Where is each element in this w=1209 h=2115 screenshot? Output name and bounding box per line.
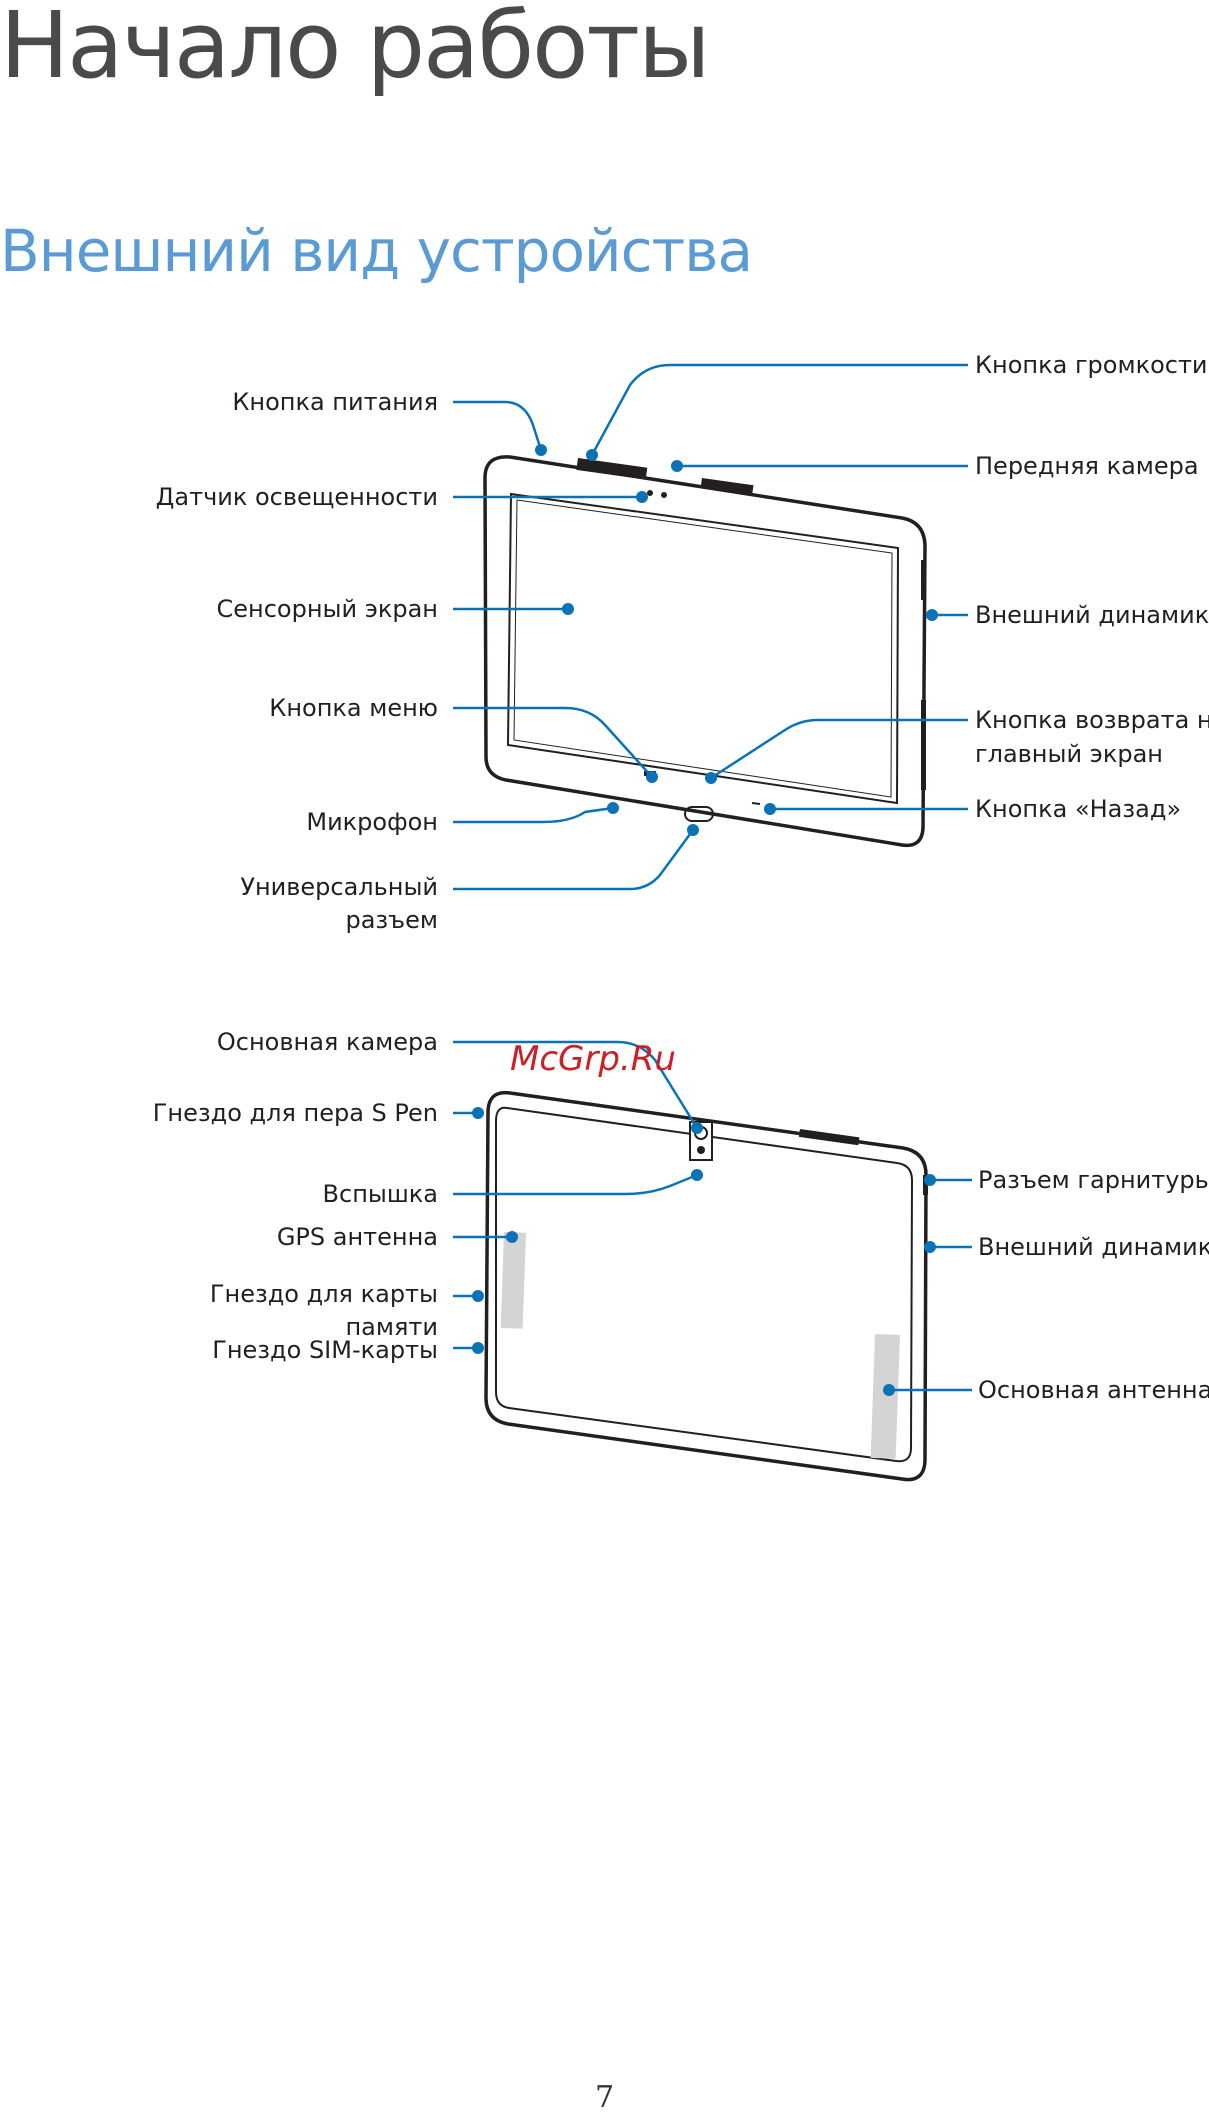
front-screen-inner-edge — [513, 499, 893, 798]
section-title: Внешний вид устройства — [0, 217, 753, 285]
label-back-button: Кнопка «Назад» — [975, 795, 1181, 823]
label-home-button-2: главный экран — [975, 740, 1163, 768]
front-leaders — [453, 363, 968, 891]
front-tablet-screen — [506, 492, 900, 805]
label-menu-button: Кнопка меню — [269, 694, 438, 722]
front-tablet-body — [483, 455, 927, 848]
watermark: McGrp.Ru — [510, 1039, 676, 1079]
label-main-camera: Основная камера — [217, 1028, 438, 1056]
sensor-shape-1 — [647, 490, 653, 496]
back-tablet-body — [484, 1090, 928, 1482]
label-s-pen-slot: Гнездо для пера S Pen — [153, 1099, 438, 1127]
label-volume-button: Кнопка громкости — [975, 351, 1208, 379]
device-diagram: Кнопка питания Датчик освещенности Сенсо… — [153, 351, 1209, 1482]
label-microphone: Микрофон — [306, 808, 438, 836]
label-main-antenna: Основная антенна — [978, 1376, 1209, 1404]
label-gps-antenna: GPS антенна — [277, 1223, 438, 1251]
label-memory-card-2: памяти — [345, 1313, 438, 1341]
back-device-illustration — [484, 1090, 928, 1482]
front-device-illustration — [483, 455, 927, 848]
label-speaker-front: Внешний динамик — [975, 601, 1209, 629]
side-slot-shape — [921, 700, 926, 790]
front-labels: Кнопка питания Датчик освещенности Сенсо… — [156, 351, 1209, 934]
label-flash: Вспышка — [323, 1180, 438, 1208]
speaker-grille-shape — [700, 478, 754, 495]
back-labels: Основная камера Гнездо для пера S Pen Вс… — [153, 1028, 1209, 1404]
home-button-shape — [684, 806, 714, 822]
flash-shape — [697, 1146, 705, 1154]
label-speaker-back: Внешний динамик — [978, 1233, 1209, 1261]
sensor-shape-2 — [661, 492, 667, 498]
back-top-key-shape — [798, 1129, 860, 1146]
volume-key-shape — [576, 458, 648, 480]
back-key-shape — [751, 802, 761, 805]
label-headset-jack: Разъем гарнитуры — [978, 1166, 1209, 1194]
label-sim-card-slot: Гнездо SIM-карты — [212, 1336, 438, 1364]
back-leaders — [453, 1040, 972, 1396]
label-light-sensor: Датчик освещенности — [156, 483, 438, 511]
headset-jack-shape — [923, 1175, 928, 1195]
label-home-button-1: Кнопка возврата на — [975, 706, 1209, 734]
page-title: Начало работы — [0, 0, 711, 99]
label-touch-screen: Сенсорный экран — [217, 595, 439, 623]
main-antenna-area — [870, 1334, 900, 1459]
page-number: 7 — [594, 2080, 615, 2115]
label-power-button: Кнопка питания — [232, 388, 438, 416]
label-front-camera: Передняя камера — [975, 452, 1199, 480]
side-port-shape — [921, 560, 926, 600]
label-universal-port-2: разъем — [345, 906, 438, 934]
label-memory-card-1: Гнездо для карты — [210, 1280, 438, 1308]
label-universal-port-1: Универсальный — [240, 873, 438, 901]
gps-antenna-area — [500, 1232, 526, 1329]
back-tablet-panel — [495, 1106, 914, 1463]
